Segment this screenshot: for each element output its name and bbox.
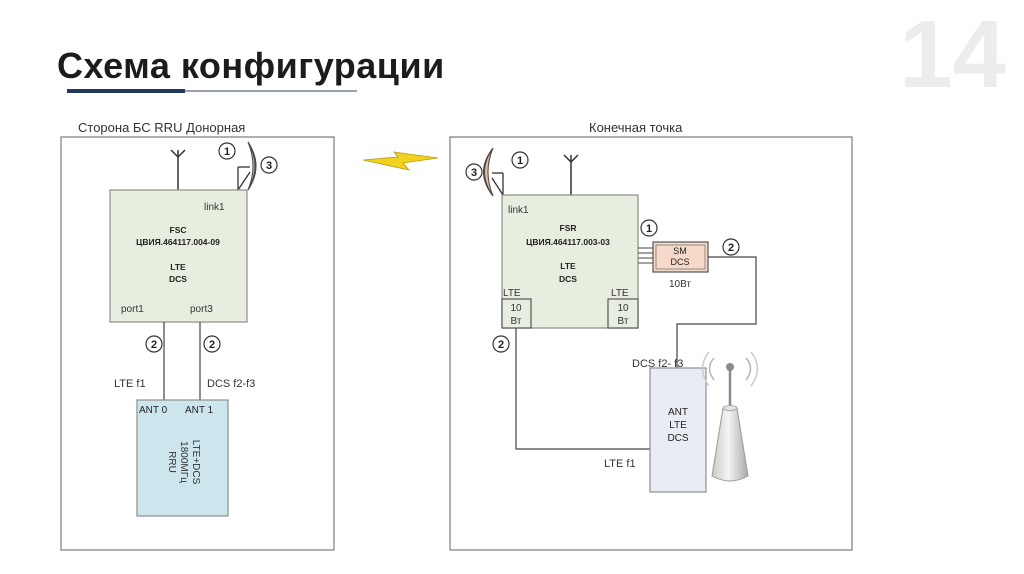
marker-2-left-a: 2 xyxy=(145,335,163,353)
fsc-port3-label: port3 xyxy=(190,304,213,315)
rru-vertical-text: RRU 1800МГц LTE+DCS xyxy=(166,440,201,485)
amp-right-label: LTE xyxy=(611,288,629,299)
right-lte-label: LTE f1 xyxy=(604,458,636,470)
title-underline xyxy=(67,90,357,92)
marker-1-right-b: 1 xyxy=(640,219,658,237)
svg-text:2: 2 xyxy=(728,242,734,254)
left-panel-caption: Сторона БС RRU Донорная xyxy=(78,120,245,135)
antenna-icon xyxy=(170,149,186,190)
fsc-name: FSC xyxy=(170,225,187,235)
marker-2-right-b: 2 xyxy=(492,335,510,353)
marker-1-left: 1 xyxy=(218,142,236,160)
sm-power: 10Вт xyxy=(669,279,691,290)
dish-antenna-icon xyxy=(237,141,257,191)
right-dcs-label: DCS f2- f3 xyxy=(632,358,683,370)
slide-number: 14 xyxy=(899,1,1006,108)
amp-left-power1: 10 xyxy=(510,303,522,314)
dish-antenna-icon-right xyxy=(483,147,504,197)
sm-line2: DCS xyxy=(670,257,689,267)
fsc-link-label: link1 xyxy=(204,202,225,213)
right-panel-frame xyxy=(449,136,853,551)
svg-text:2: 2 xyxy=(151,339,157,351)
svg-text:1: 1 xyxy=(517,155,523,167)
fsc-box xyxy=(109,189,248,323)
right-panel-caption: Конечная точка xyxy=(589,120,683,135)
omni-antenna-icon xyxy=(701,351,759,482)
rru-line2: 1800МГц xyxy=(178,441,189,483)
marker-1-right-a: 1 xyxy=(511,151,529,169)
left-lte-label: LTE f1 xyxy=(114,378,146,390)
marker-2-left-b: 2 xyxy=(203,335,221,353)
wireless-link-icon xyxy=(362,151,439,171)
rru-box xyxy=(136,399,229,517)
amp-left-power2: Вт xyxy=(511,316,522,327)
svg-text:1: 1 xyxy=(224,146,230,158)
svg-text:3: 3 xyxy=(471,167,477,179)
antenna-icon-right xyxy=(563,154,579,195)
fsc-lte: LTE xyxy=(170,262,186,272)
ant-line1: ANT xyxy=(668,407,688,418)
ant-box xyxy=(649,367,707,493)
lte-route-line xyxy=(515,328,650,450)
svg-text:2: 2 xyxy=(209,339,215,351)
sm-line1: SM xyxy=(673,246,687,256)
amp-left-label: LTE xyxy=(503,288,521,299)
sm-inner-frame xyxy=(655,244,706,270)
rru-line1: RRU xyxy=(166,451,177,473)
fsr-link-label: link1 xyxy=(508,205,529,216)
slide-title: Схема конфигурации xyxy=(57,45,445,86)
ant-line3: DCS xyxy=(667,433,688,444)
amp-right-power1: 10 xyxy=(617,303,629,314)
title-underline-accent xyxy=(67,89,185,93)
marker-2-right-a: 2 xyxy=(722,238,740,256)
left-panel-frame xyxy=(60,136,335,551)
dcs-route-line xyxy=(676,256,757,368)
fsr-lte: LTE xyxy=(560,261,576,271)
fsr-code: ЦВИЯ.464117.003-03 xyxy=(526,237,610,247)
svg-text:2: 2 xyxy=(498,339,504,351)
fsc-code: ЦВИЯ.464117.004-09 xyxy=(136,237,220,247)
rru-ant0-label: ANT 0 xyxy=(139,405,168,416)
fsr-dcs: DCS xyxy=(559,274,577,284)
rru-ant1-label: ANT 1 xyxy=(185,405,214,416)
ant-line2: LTE xyxy=(669,420,687,431)
sm-connector-lines xyxy=(638,247,653,264)
amp-right-power2: Вт xyxy=(618,316,629,327)
rru-line3: LTE+DCS xyxy=(190,440,201,485)
svg-text:3: 3 xyxy=(266,160,272,172)
fsr-name: FSR xyxy=(560,223,577,233)
left-dcs-label: DCS f2-f3 xyxy=(207,378,255,390)
svg-text:1: 1 xyxy=(646,223,652,235)
marker-3-right: 3 xyxy=(465,163,483,181)
marker-3-left: 3 xyxy=(260,156,278,174)
amp-left-box xyxy=(501,298,532,329)
fsc-dcs: DCS xyxy=(169,274,187,284)
fsc-port1-label: port1 xyxy=(121,304,144,315)
amp-right-box xyxy=(607,298,639,329)
